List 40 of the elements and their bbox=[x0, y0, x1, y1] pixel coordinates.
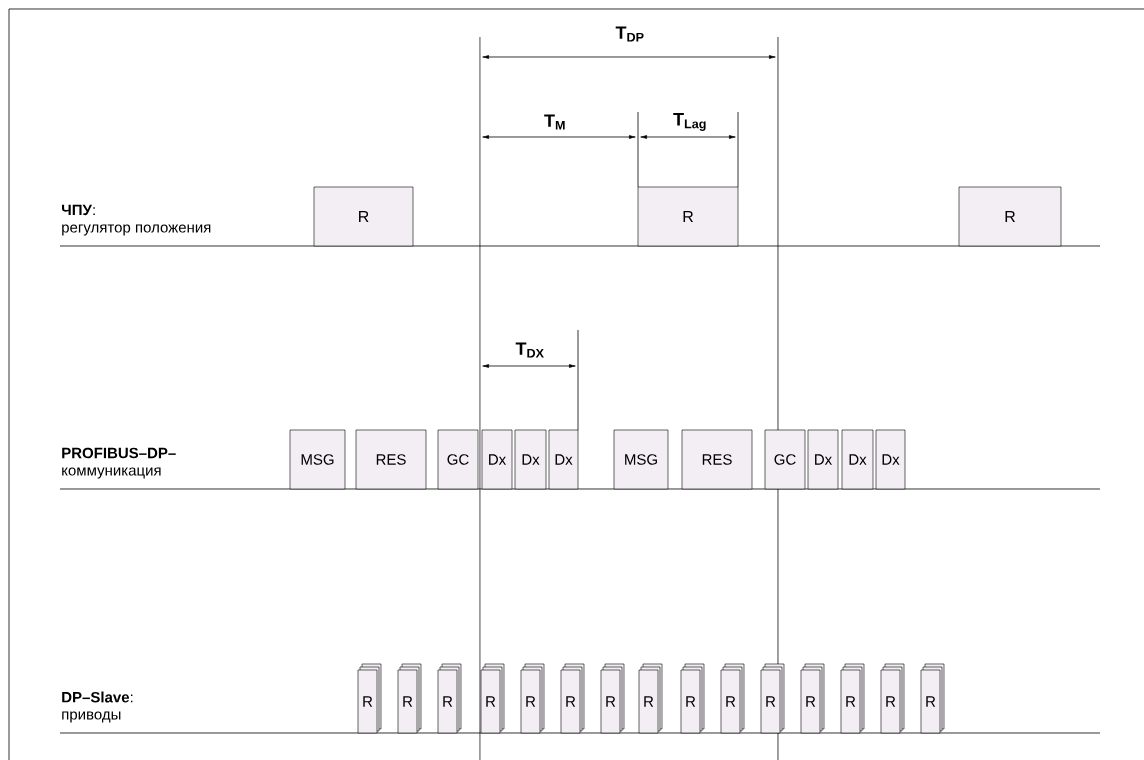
frame-box: R bbox=[637, 186, 739, 247]
card-stack: R bbox=[397, 663, 422, 734]
card-stack: R bbox=[920, 663, 945, 734]
row-label: приводы bbox=[62, 711, 121, 723]
frame-box: R bbox=[313, 186, 414, 247]
frame-box: MSG bbox=[289, 429, 346, 490]
frame-box: GC bbox=[764, 429, 806, 490]
card-stack: R bbox=[800, 663, 825, 734]
card-stack: R bbox=[520, 663, 545, 734]
card-stack: R bbox=[560, 663, 585, 734]
card-stack: R bbox=[437, 663, 462, 734]
duration-label: T$_{M}$ bbox=[544, 114, 565, 130]
row-label: ЧПУ: bbox=[62, 204, 95, 216]
frame-box: Dx bbox=[841, 429, 874, 490]
frame-box: Dx bbox=[807, 429, 839, 490]
frame-box: MSG bbox=[613, 429, 669, 490]
card-stack: R bbox=[760, 663, 785, 734]
card-stack: R bbox=[840, 663, 865, 734]
frame-box: Dx bbox=[514, 429, 547, 490]
frame-box: GC bbox=[437, 429, 479, 490]
frame-box: RES bbox=[355, 429, 427, 490]
frame-box: Dx bbox=[548, 429, 579, 490]
card-stack: R bbox=[480, 663, 505, 734]
frame-box: R bbox=[958, 186, 1062, 247]
row-label: DP–Slave: bbox=[62, 691, 133, 703]
duration-label: T$_{DX}$ bbox=[515, 342, 544, 358]
frame-box: Dx bbox=[875, 429, 906, 490]
card-stack: R bbox=[357, 663, 382, 734]
duration-label: T$_{Lag}$ bbox=[673, 113, 706, 131]
row-label: регулятор положения bbox=[62, 224, 211, 236]
frame-box: RES bbox=[681, 429, 753, 490]
card-stack: R bbox=[680, 663, 705, 734]
row-label: PROFIBUS–DP– bbox=[62, 447, 176, 459]
row-label: коммуникация bbox=[62, 467, 161, 479]
duration-label: T$_{DP}$ bbox=[615, 26, 644, 42]
card-stack: R bbox=[638, 663, 663, 734]
card-stack: R bbox=[600, 663, 625, 734]
frame-box: Dx bbox=[481, 429, 513, 490]
card-stack: R bbox=[880, 663, 905, 734]
card-stack: R bbox=[720, 663, 745, 734]
